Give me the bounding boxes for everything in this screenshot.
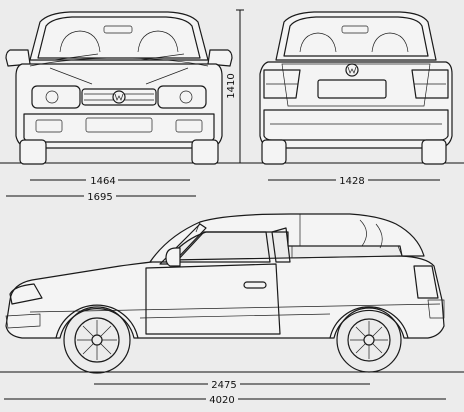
overall-length-dimension: 4020 [4, 395, 446, 406]
wheelbase-dimension: 2475 [94, 380, 370, 391]
wheelbase-label: 2475 [211, 380, 236, 391]
height-dimension: 1410 [226, 9, 244, 163]
door-handle [243, 281, 267, 289]
rear-view [259, 11, 453, 165]
rear-wheel-icon [336, 307, 402, 373]
overall-width-dimension: 1695 [6, 192, 196, 203]
front-wheel-icon [63, 306, 131, 374]
front-vw-logo-icon [112, 90, 126, 104]
rear-track-dimension: 1428 [268, 176, 440, 187]
front-track-dimension: 1464 [30, 176, 190, 187]
height-label: 1410 [226, 73, 237, 98]
license-plate [317, 79, 387, 99]
side-view [0, 213, 464, 374]
front-view [5, 11, 233, 165]
front-track-label: 1464 [90, 176, 115, 187]
overall-width-label: 1695 [87, 192, 112, 203]
rear-vw-logo-icon [345, 63, 359, 77]
length-label: 4020 [209, 395, 234, 406]
rear-track-label: 1428 [339, 176, 364, 187]
